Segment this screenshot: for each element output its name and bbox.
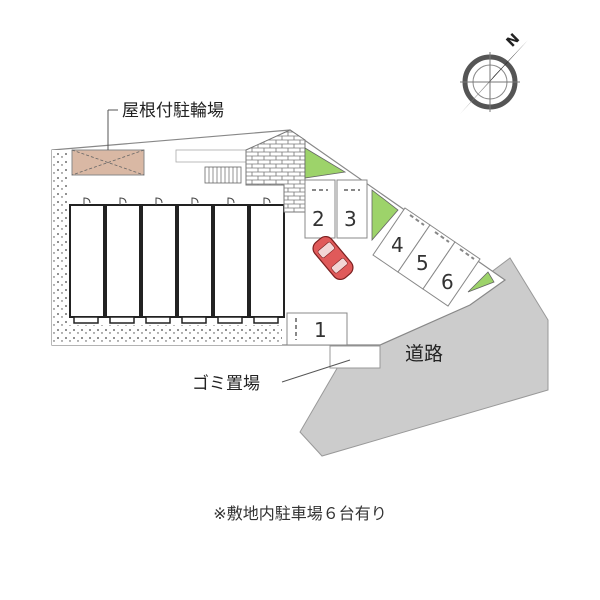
- parking-number-6: 6: [441, 270, 454, 294]
- parking-space-1: 1: [286, 312, 348, 346]
- green-area-1: [304, 147, 347, 179]
- entrance-walkway: [175, 149, 247, 163]
- car-icon: [312, 235, 354, 281]
- parking-number-2: 2: [312, 207, 325, 231]
- parking-number-1: 1: [314, 318, 327, 342]
- parking-space-2: 2: [304, 179, 336, 239]
- parking-space-3: 3: [336, 179, 368, 239]
- garbage-area-leader: [281, 359, 351, 383]
- building-units: [69, 204, 285, 318]
- brick-wall: [245, 129, 306, 213]
- north-label: N: [504, 31, 524, 51]
- unit-balconies: [73, 316, 279, 324]
- unit-door-marks: [83, 197, 271, 205]
- green-area-2: [371, 189, 399, 242]
- gravel-left: [52, 150, 67, 345]
- staircase: [204, 166, 242, 184]
- parking-number-5: 5: [416, 251, 429, 275]
- road-label: 道路: [405, 343, 443, 365]
- parking-number-3: 3: [344, 207, 357, 231]
- green-area-3: [467, 271, 495, 293]
- garbage-area: [329, 345, 381, 369]
- gravel-bottom: [52, 325, 282, 345]
- parking-number-4: 4: [391, 233, 404, 257]
- bicycle-parking-label: 屋根付駐輪場: [122, 101, 224, 121]
- parking-space-6: 6: [422, 241, 481, 307]
- garbage-area-label: ゴミ置場: [192, 373, 260, 394]
- compass-rose-icon: N: [460, 31, 528, 114]
- footer-note: ※敷地内駐車場６台有り: [213, 504, 387, 523]
